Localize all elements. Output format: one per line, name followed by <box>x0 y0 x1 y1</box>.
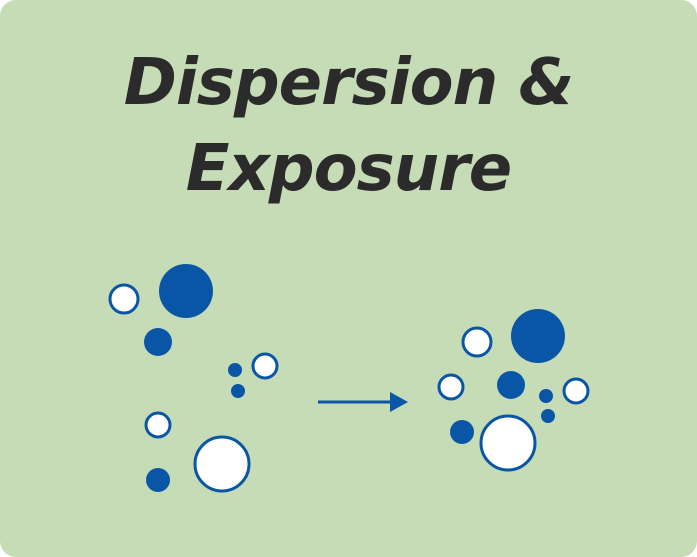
particle-filled <box>228 363 242 377</box>
particle-hollow <box>479 414 537 472</box>
particle-filled <box>231 384 245 398</box>
particle-hollow <box>461 326 493 358</box>
particle-hollow <box>108 283 140 315</box>
particle-filled <box>539 389 553 403</box>
page-title: Dispersion & Exposure <box>0 40 697 212</box>
particle-filled <box>541 409 555 423</box>
particle-filled <box>144 328 172 356</box>
particle-filled <box>511 309 565 363</box>
particle-hollow <box>437 373 465 401</box>
particle-filled <box>159 264 213 318</box>
particle-filled <box>146 468 170 492</box>
arrow-right-icon <box>318 392 408 412</box>
particle-hollow <box>144 411 172 439</box>
title-line-2: Exposure <box>185 132 512 206</box>
title-line-1: Dispersion & <box>123 46 575 120</box>
cluster-after <box>437 309 590 472</box>
particle-hollow <box>193 435 251 493</box>
particle-filled <box>450 420 474 444</box>
particle-hollow <box>562 377 590 405</box>
cluster-before <box>108 264 279 493</box>
particle-filled <box>497 371 525 399</box>
particle-hollow <box>251 352 279 380</box>
